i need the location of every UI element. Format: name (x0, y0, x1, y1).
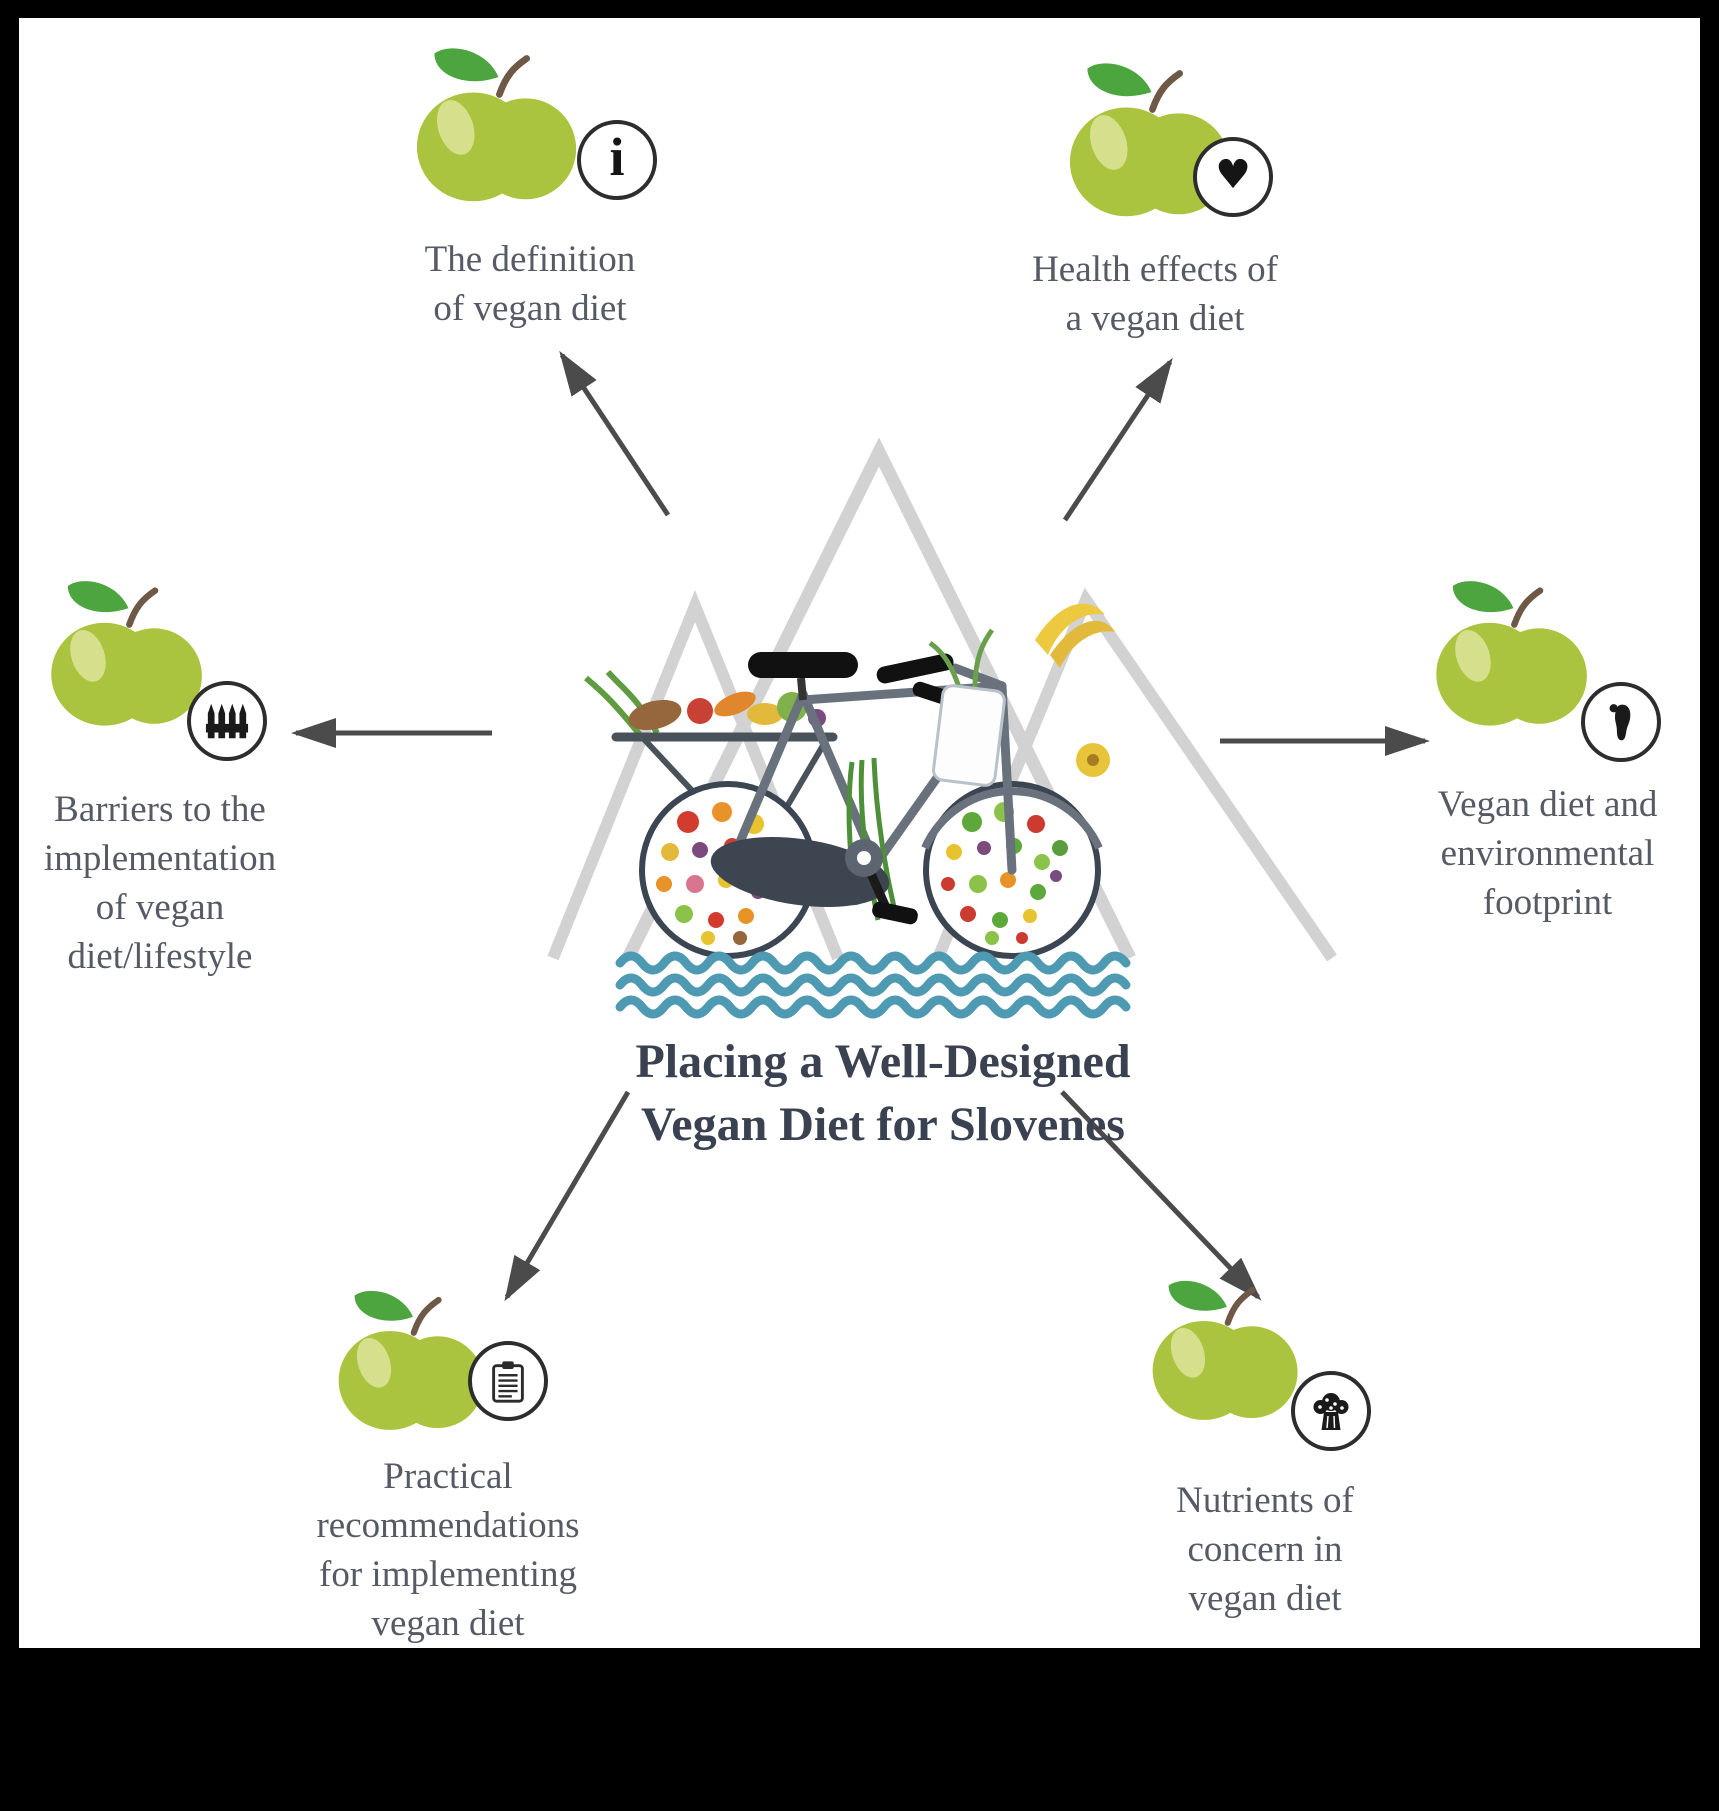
front-wheel-produce (941, 802, 1068, 945)
bananas (1035, 603, 1115, 777)
water-waves (615, 951, 1131, 1019)
fence-icon (187, 681, 267, 761)
node-practical-recommendations-label: Practical recommendations for implementi… (316, 1456, 580, 1644)
arrow-to-health (1062, 357, 1173, 522)
flower-jug (928, 628, 1006, 787)
apple-icon (1425, 575, 1600, 733)
heart-icon: ♥ (1193, 137, 1273, 217)
node-nutrients-of-concern-label: Nutrients of concern in vegan diet (1176, 1480, 1354, 1619)
info-icon: i (577, 120, 657, 200)
footprint-icon (1581, 682, 1661, 762)
arrow-to-practical (504, 1090, 631, 1302)
figure-title: Placing a Well-Designed Vegan Diet for S… (569, 1030, 1197, 1156)
arrow-to-definition (559, 350, 671, 517)
apple-icon (328, 1285, 496, 1437)
node-practical-recommendations: Practical recommendations for implementi… (268, 1255, 628, 1675)
clipboard-icon (468, 1341, 548, 1421)
apple-icon (405, 42, 590, 209)
node-nutrients-of-concern: Nutrients of concern in vegan diet (1085, 1245, 1445, 1665)
node-environmental-footprint-label: Vegan diet and environmental footprint (1437, 784, 1658, 923)
arrow-to-nutrients (1060, 1090, 1262, 1301)
node-definition: i The definition of vegan diet (360, 38, 700, 338)
node-environmental-footprint: Vegan diet and environmental footprint (1395, 540, 1700, 1010)
node-definition-label: The definition of vegan diet (424, 239, 636, 329)
crankset (710, 837, 918, 925)
apple-icon (1142, 1275, 1310, 1427)
broccoli-icon (1291, 1371, 1371, 1451)
figure-title-line1: Placing a Well-Designed (635, 1035, 1131, 1088)
node-barriers-label: Barriers to the implementation of vegan … (43, 789, 277, 977)
produce-basket (584, 670, 838, 817)
node-barriers: Barriers to the implementation of vegan … (10, 540, 310, 1010)
figure-title-line2: Vegan Diet for Slovenes (641, 1098, 1125, 1151)
node-health-effects: ♥ Health effects of a vegan diet (990, 55, 1320, 355)
bicycle-seat (748, 652, 858, 701)
bicycle-illustration (584, 603, 1115, 959)
node-health-effects-label: Health effects of a vegan diet (1032, 249, 1278, 339)
